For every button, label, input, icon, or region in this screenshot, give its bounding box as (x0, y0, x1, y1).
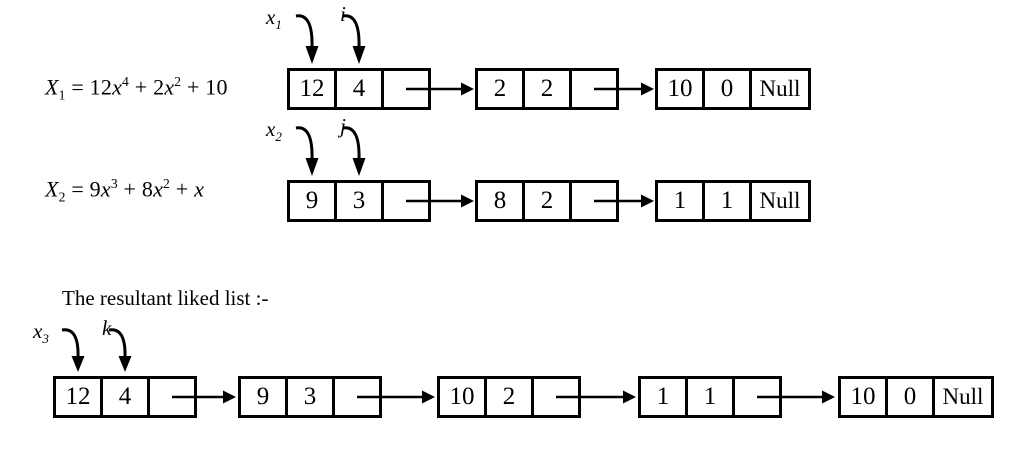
next-cell-null: Null (749, 183, 808, 219)
pointer-label-i: i (340, 2, 346, 30)
eq1-var-sub: 1 (58, 87, 66, 103)
pointer-x3-char: x (33, 319, 43, 343)
exp-cell: 4 (334, 71, 381, 107)
pointer-x2-char: x (266, 117, 276, 141)
pointer-arrow-x2 (295, 126, 319, 176)
eq1-plus1: + (129, 74, 154, 100)
pointer-k-char: k (102, 316, 112, 340)
pointer-x1-char: x (266, 5, 276, 29)
pointer-arrow-j (342, 126, 366, 176)
pointer-label-x2: x2 (266, 117, 282, 145)
next-cell (531, 379, 578, 415)
pointer-arrow-i (342, 14, 366, 64)
next-cell-null: Null (932, 379, 991, 415)
eq1-plus2: + (181, 74, 206, 100)
result-node-3: 1 1 (638, 376, 782, 418)
exp-cell: 2 (522, 71, 569, 107)
x2-node-0: 9 3 (287, 180, 431, 222)
eq2-term1-coef: 9 (89, 176, 101, 202)
eq1-var: X (45, 74, 59, 100)
eq2-plus2: + (170, 176, 195, 202)
x2-node-1: 8 2 (475, 180, 619, 222)
pointer-arrow-x3 (61, 328, 85, 372)
next-cell (381, 71, 428, 107)
equation-x2: X2 = 9x3 + 8x2 + x (45, 176, 204, 206)
next-cell (732, 379, 779, 415)
exp-cell: 3 (334, 183, 381, 219)
next-cell (381, 183, 428, 219)
next-cell (332, 379, 379, 415)
x1-node-0: 12 4 (287, 68, 431, 110)
eq1-term2-exp: 2 (174, 74, 182, 89)
eq1-term3-coef: 10 (205, 74, 228, 100)
eq2-term2-coef: 8 (141, 176, 154, 202)
coef-cell: 9 (305, 187, 319, 214)
coef-cell: 1 (656, 383, 670, 410)
equation-x1: X1 = 12x4 + 2x2 + 10 (45, 74, 228, 104)
eq1-term2-coef: 2 (153, 74, 165, 100)
result-node-4: 10 0 Null (838, 376, 994, 418)
resultant-caption: The resultant liked list :- (62, 286, 269, 310)
result-node-0: 12 4 (53, 376, 197, 418)
coef-cell: 12 (65, 383, 91, 410)
pointer-i-char: i (340, 2, 346, 26)
eq2-term1-var: x (100, 176, 111, 202)
pointer-arrow-x1 (295, 14, 319, 64)
eq2-var-sub: 2 (58, 189, 66, 205)
next-cell (569, 183, 616, 219)
next-cell (569, 71, 616, 107)
coef-cell: 9 (256, 383, 270, 410)
exp-cell: 4 (100, 379, 147, 415)
next-cell (147, 379, 194, 415)
coef-cell: 10 (667, 75, 693, 102)
x2-node-2: 1 1 Null (655, 180, 811, 222)
pointer-arrow-k (108, 328, 132, 372)
pointer-x1-sub: 1 (275, 17, 282, 33)
eq2-term3-var: x (194, 176, 205, 202)
eq2-plus1: + (117, 176, 142, 202)
coef-cell: 2 (493, 75, 507, 102)
coef-cell: 12 (299, 75, 325, 102)
eq2-term2-exp: 2 (163, 176, 171, 191)
next-cell-null: Null (749, 71, 808, 107)
eq1-term1-exp: 4 (122, 74, 130, 89)
eq2-term2-var: x (153, 176, 164, 202)
coef-cell: 8 (493, 187, 507, 214)
pointer-j-char: j (340, 114, 346, 138)
coef-cell: 1 (673, 187, 687, 214)
pointer-label-x1: x1 (266, 5, 282, 33)
exp-cell: 1 (702, 183, 749, 219)
pointer-label-x3: x3 (33, 319, 49, 347)
exp-cell: 3 (285, 379, 332, 415)
pointer-label-k: k (102, 316, 111, 344)
pointer-label-j: j (340, 114, 346, 142)
eq2-equals: = (65, 176, 90, 202)
eq1-term2-var: x (164, 74, 175, 100)
pointer-x3-sub: 3 (42, 331, 49, 347)
eq1-term1-var: x (112, 74, 123, 100)
x1-node-1: 2 2 (475, 68, 619, 110)
exp-cell: 2 (522, 183, 569, 219)
x1-node-2: 10 0 Null (655, 68, 811, 110)
result-node-2: 10 2 (437, 376, 581, 418)
eq1-equals: = (65, 74, 90, 100)
exp-cell: 0 (885, 379, 932, 415)
exp-cell: 1 (685, 379, 732, 415)
result-node-1: 9 3 (238, 376, 382, 418)
coef-cell: 10 (850, 383, 876, 410)
eq2-var: X (45, 176, 59, 202)
exp-cell: 0 (702, 71, 749, 107)
exp-cell: 2 (484, 379, 531, 415)
eq2-term1-exp: 3 (110, 176, 118, 191)
eq1-term1-coef: 12 (89, 74, 113, 100)
coef-cell: 10 (449, 383, 475, 410)
pointer-x2-sub: 2 (275, 129, 282, 145)
